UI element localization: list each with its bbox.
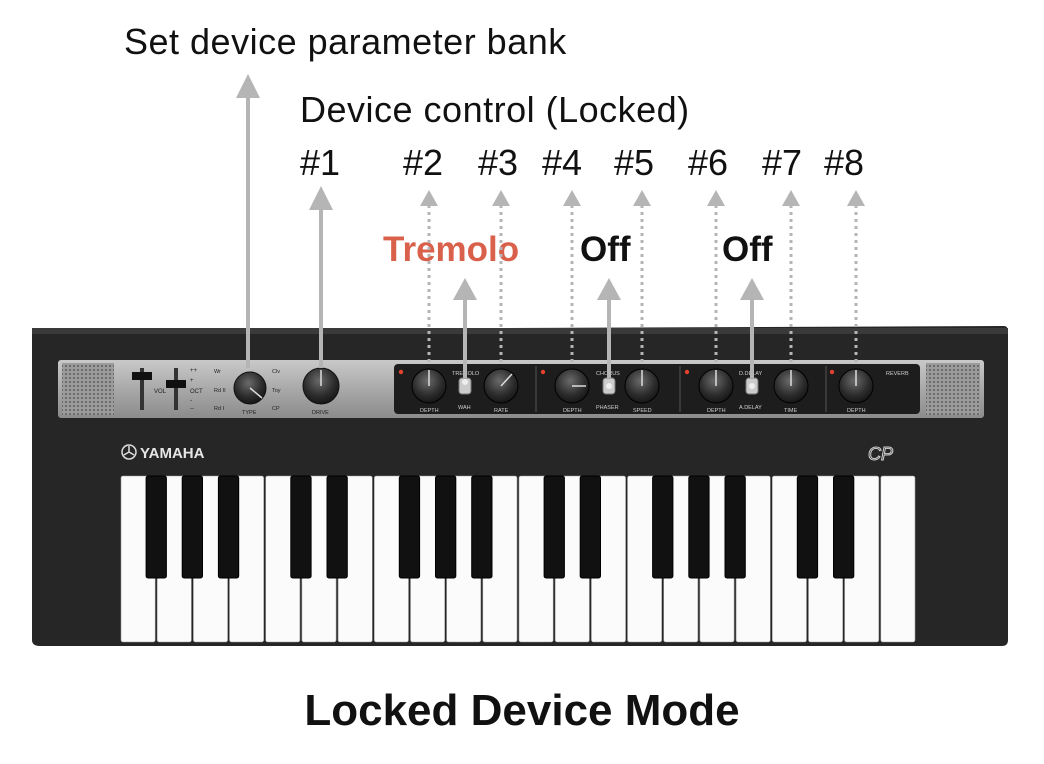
white-key[interactable] xyxy=(881,476,915,642)
type-option: Wr xyxy=(214,369,221,375)
black-key[interactable] xyxy=(834,476,854,578)
dotted-arrow-head xyxy=(420,190,438,206)
type-option: CP xyxy=(272,406,280,412)
up-arrow-icon xyxy=(309,186,333,210)
toggle-chorus-phaser[interactable] xyxy=(603,378,615,394)
oct-mark: + xyxy=(190,378,194,384)
dotted-arrow-head xyxy=(782,190,800,206)
cp-logo: CP xyxy=(868,444,893,464)
led-icon xyxy=(541,370,545,374)
label-phaser: PHASER xyxy=(596,405,619,411)
type-option: Rd I xyxy=(214,406,225,412)
type-option: Clv xyxy=(272,369,280,375)
type-option: Rd II xyxy=(214,388,226,394)
oct-mark: ++ xyxy=(190,368,198,374)
knob-depth-tremolo[interactable] xyxy=(412,369,446,403)
black-key[interactable] xyxy=(472,476,492,578)
type-label: TYPE xyxy=(242,410,257,416)
black-key[interactable] xyxy=(653,476,673,578)
black-key[interactable] xyxy=(399,476,419,578)
vol-label: VOL xyxy=(154,389,167,395)
black-key[interactable] xyxy=(544,476,564,578)
black-key[interactable] xyxy=(182,476,202,578)
knob-depth-reverb[interactable] xyxy=(839,369,873,403)
knob-depth-delay[interactable] xyxy=(699,369,733,403)
knob-speed[interactable] xyxy=(625,369,659,403)
label-depth: DEPTH xyxy=(707,408,726,414)
led-icon xyxy=(399,370,403,374)
dotted-arrow-head xyxy=(563,190,581,206)
speaker-grille-icon xyxy=(926,363,980,415)
black-key[interactable] xyxy=(291,476,311,578)
dotted-arrow-head xyxy=(492,190,510,206)
knob-rate[interactable] xyxy=(484,369,518,403)
label-reverb: REVERB xyxy=(886,371,909,377)
type-option: Toy xyxy=(272,388,281,394)
black-key[interactable] xyxy=(436,476,456,578)
label-depth: DEPTH xyxy=(847,408,866,414)
black-key[interactable] xyxy=(689,476,709,578)
toggle-delay[interactable] xyxy=(746,378,758,394)
brand-label: YAMAHA xyxy=(140,445,205,462)
led-icon xyxy=(685,370,689,374)
toggle-tremolo-wah[interactable] xyxy=(459,378,471,394)
dotted-arrow-head xyxy=(633,190,651,206)
label-depth: DEPTH xyxy=(563,408,582,414)
knob-time[interactable] xyxy=(774,369,808,403)
label-time: TIME xyxy=(784,408,797,414)
up-arrow-icon xyxy=(597,278,621,300)
label-speed: SPEED xyxy=(633,408,652,414)
label-depth: DEPTH xyxy=(420,408,439,414)
oct-mark: - xyxy=(190,398,192,404)
up-arrow-icon xyxy=(453,278,477,300)
label-a-delay: A.DELAY xyxy=(739,405,762,411)
model-label: CP xyxy=(868,444,893,464)
black-key[interactable] xyxy=(327,476,347,578)
dotted-arrow-head xyxy=(707,190,725,206)
black-key[interactable] xyxy=(146,476,166,578)
diagram-caption: Locked Device Mode xyxy=(0,686,1044,736)
knob-depth-chorus[interactable] xyxy=(555,369,589,403)
led-icon xyxy=(830,370,834,374)
dotted-arrow-head xyxy=(847,190,865,206)
drive-label: DRIVE xyxy=(312,410,329,416)
oct-label: OCT xyxy=(190,389,203,395)
label-rate: RATE xyxy=(494,408,509,414)
up-arrow-icon xyxy=(236,74,260,98)
black-key[interactable] xyxy=(797,476,817,578)
black-key[interactable] xyxy=(725,476,745,578)
speaker-grille-icon xyxy=(62,363,114,415)
black-key[interactable] xyxy=(580,476,600,578)
up-arrow-icon xyxy=(740,278,764,300)
black-key[interactable] xyxy=(218,476,238,578)
label-wah: WAH xyxy=(458,405,471,411)
oct-mark: -- xyxy=(190,406,194,412)
